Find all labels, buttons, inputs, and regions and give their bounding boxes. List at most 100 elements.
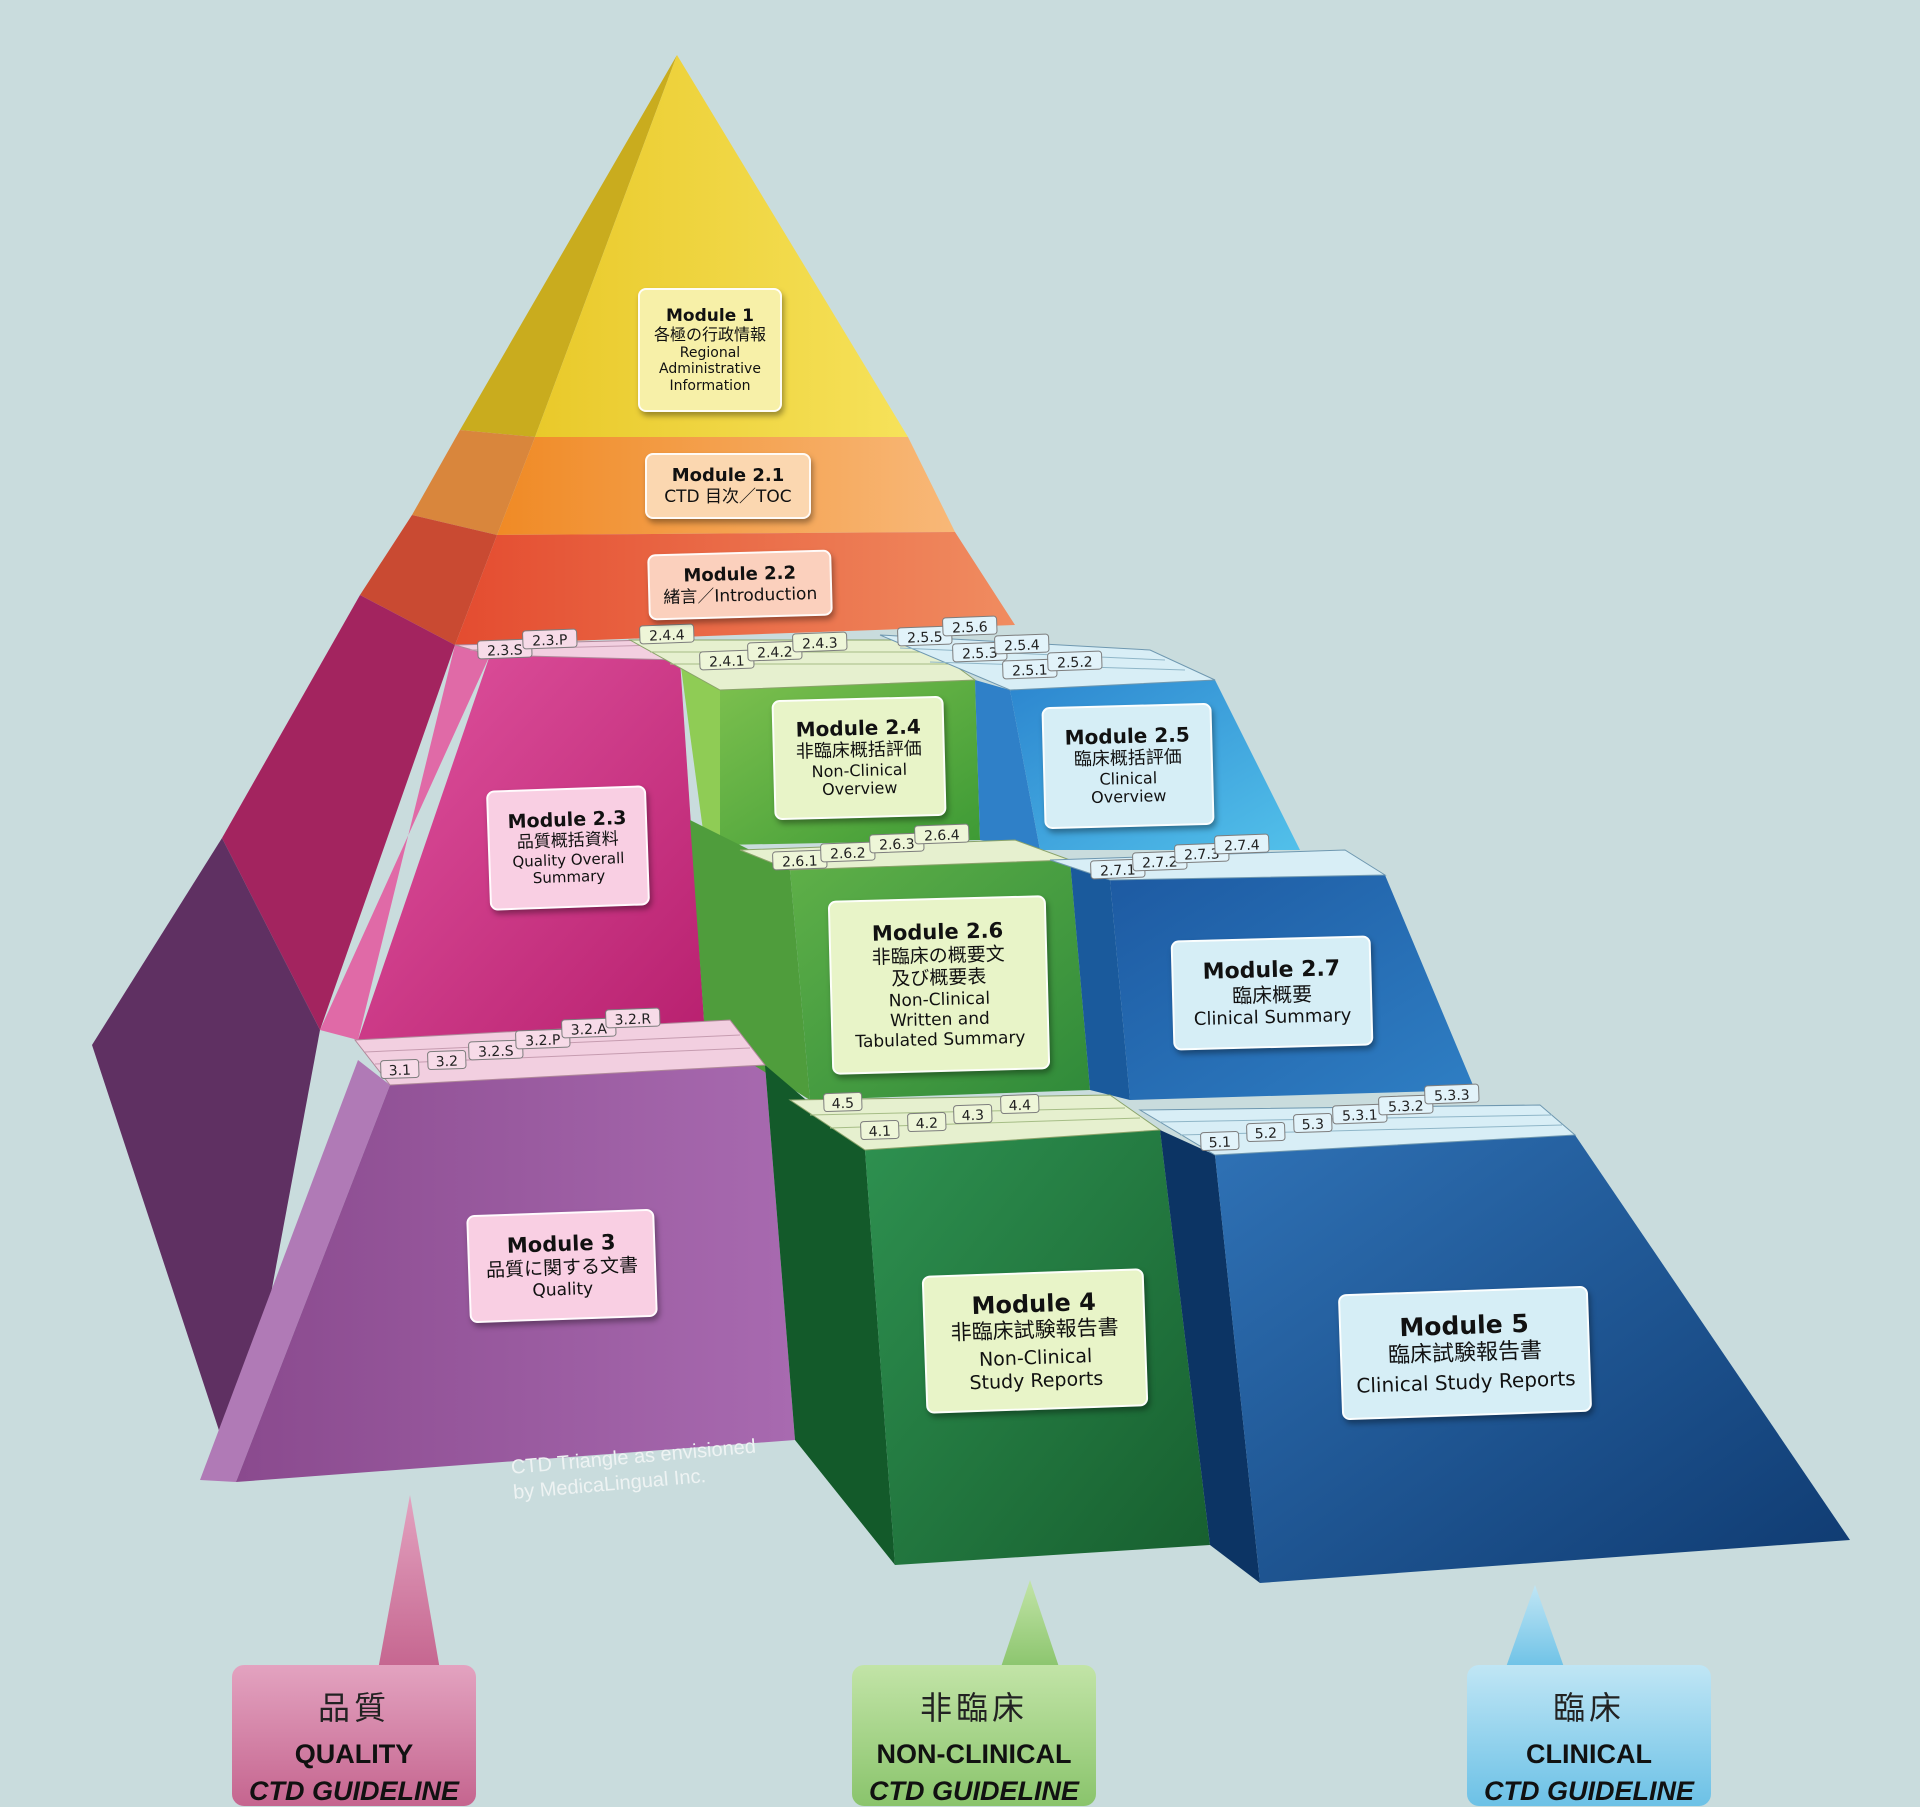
file-tab-2-5-3: 2.5.3 [952,641,1008,663]
face-module-2-7-side [1070,860,1130,1100]
face-module-5-side [1160,1130,1260,1583]
quality-callout-en: QUALITY [294,1739,414,1769]
module-2-1-label: Module 2.1 CTD 目次／TOC [645,453,811,519]
module-2-7-en-1: Clinical Summary [1193,1005,1352,1031]
module-2-6-en-2: Written and [889,1008,991,1032]
face-module-2-4-side [680,660,720,845]
file-tab-label: 2.5.6 [952,619,988,636]
file-tab-label: 2.6.4 [924,827,960,844]
file-tab-label: 2.7.4 [1224,837,1260,854]
module-2-7-title: Module 2.7 [1202,955,1341,985]
left-face-magenta [222,595,455,1030]
file-tab-label: 3.2.R [614,1011,651,1028]
file-tab-5-3-3: 5.3.3 [1424,1083,1480,1105]
nonclinical-callout-pointer [1000,1580,1060,1670]
file-tab-label: 4.1 [868,1124,891,1141]
module-2-6-jp: 非臨床の概要文 及び概要表 [871,943,1006,991]
file-tab-2-3-S: 2.3.S [477,638,533,660]
module-2-6-title: Module 2.6 [871,918,1004,946]
module-3-label: Module 3 品質に関する文書 Quality [466,1208,658,1324]
file-tab-2-5-6: 2.5.6 [942,615,998,637]
file-tab-2-4-2: 2.4.2 [747,640,803,662]
file-tab-label: 2.4.4 [649,627,685,644]
module-1-en-2: Administrative [659,361,761,378]
module-2-6-en-3: Tabulated Summary [855,1027,1026,1053]
file-tab-label: 2.3.S [487,642,523,659]
file-tab-3-2: 3.2 [427,1049,467,1071]
clinical-callout: 臨床 CLINICAL CTD GUIDELINE [1467,1665,1711,1806]
file-tab-label: 2.6.3 [879,836,915,853]
module-1-title: Module 1 [666,305,754,326]
left-face-yellow [460,55,677,437]
file-tab-label: 5.2 [1254,1126,1277,1143]
file-tab-4-2: 4.2 [907,1111,947,1132]
module-3-en-1: Quality [532,1278,594,1301]
file-tab-label: 2.7.2 [1142,854,1178,871]
module-2-7-jp: 臨床概要 [1231,981,1313,1008]
module-1-label: Module 1 各極の行政情報 Regional Administrative… [638,288,782,412]
file-tab-label: 4.3 [961,1108,984,1125]
module-2-4-en-2: Overview [821,778,898,800]
file-tab-label: 2.5.4 [1004,637,1040,654]
file-tab-3-2-S: 3.2.S [468,1039,524,1061]
file-tab-4-5: 4.5 [823,1091,863,1112]
file-tab-label: 5.3.3 [1434,1087,1470,1104]
module-2-1-title: Module 2.1 [671,465,785,487]
file-tab-2-6-1: 2.6.1 [772,849,828,871]
module-1-en-3: Information [669,377,751,394]
face-module-3-side [200,1060,390,1482]
file-tab-2-5-2: 2.5.2 [1047,650,1103,672]
file-tab-label: 2.7.1 [1100,862,1136,879]
module-4-jp: 非臨床試験報告書 [950,1315,1119,1346]
face-module-2-5-side [975,680,1040,850]
file-tab-label: 3.2 [435,1054,458,1071]
module-4-label: Module 4 非臨床試験報告書 Non-Clinical Study Rep… [921,1268,1149,1414]
face-module-4-side [765,1065,895,1565]
file-tab-2-6-2: 2.6.2 [820,841,876,863]
module-2-2-title: Module 2.2 [683,562,797,587]
file-tab-label: 2.4.3 [802,635,838,652]
module-2-5-jp: 臨床概括評価 [1073,746,1183,771]
file-tab-label: 2.5.2 [1057,654,1093,671]
module-2-2-jp: 緒言／Introduction [663,583,818,608]
clinical-callout-jp: 臨床 [1552,1689,1625,1727]
module-2-6-label: Module 2.6 非臨床の概要文 及び概要表 Non-Clinical Wr… [827,895,1051,1075]
file-tab-label: 5.3.1 [1342,1107,1378,1124]
file-tab-5-3-2: 5.3.2 [1378,1094,1434,1116]
file-tab-5-3: 5.3 [1293,1112,1333,1133]
left-face-red [360,515,497,645]
module-1-jp: 各極の行政情報 [653,324,766,344]
module-5-label: Module 5 臨床試験報告書 Clinical Study Reports [1337,1285,1593,1421]
module-2-3-en-2: Summary [532,866,606,888]
module-2-1-jp: CTD 目次／TOC [664,486,792,507]
file-tab-2-3-P: 2.3.P [522,628,578,650]
module-2-5-en-2: Overview [1090,786,1167,808]
file-tab-2-6-4: 2.6.4 [914,823,970,845]
file-tab-2-7-1: 2.7.1 [1090,858,1146,880]
face-module-2-3 [320,645,490,1040]
file-tab-label: 4.4 [1008,1098,1031,1115]
file-tab-label: 2.3.P [532,632,568,649]
file-tab-label: 2.5.1 [1012,662,1048,679]
clinical-callout-body [1467,1665,1711,1806]
nonclinical-callout-jp: 非臨床 [919,1689,1028,1727]
module-3-jp: 品質に関する文書 [485,1254,639,1282]
file-tab-label: 2.6.1 [782,853,818,870]
file-tab-2-5-5: 2.5.5 [897,625,953,647]
module-2-5-label: Module 2.5 臨床概括評価 Clinical Overview [1041,702,1215,830]
file-tab-label: 5.3.2 [1388,1098,1424,1115]
file-tab-5-1: 5.1 [1200,1130,1240,1151]
file-tabs: 2.3.S 2.3.P 2.4.12.4.22.4.3 2.4.4 2.5.1 2.5.2… [380,615,1480,1151]
module-5-en-1: Clinical Study Reports [1356,1366,1577,1398]
quality-callout-pointer [378,1495,440,1670]
file-tab-2-4-3: 2.4.3 [792,631,848,653]
left-face-orange [412,430,535,535]
file-tab-5-3-1: 5.3.1 [1332,1103,1388,1125]
file-tab-2-7-4: 2.7.4 [1214,833,1270,855]
file-tab-label: 2.4.1 [709,653,745,670]
file-tab-3-1: 3.1 [380,1058,420,1079]
module-2-7-label: Module 2.7 臨床概要 Clinical Summary [1170,935,1374,1051]
module-2-2-label: Module 2.2 緒言／Introduction [647,549,833,621]
